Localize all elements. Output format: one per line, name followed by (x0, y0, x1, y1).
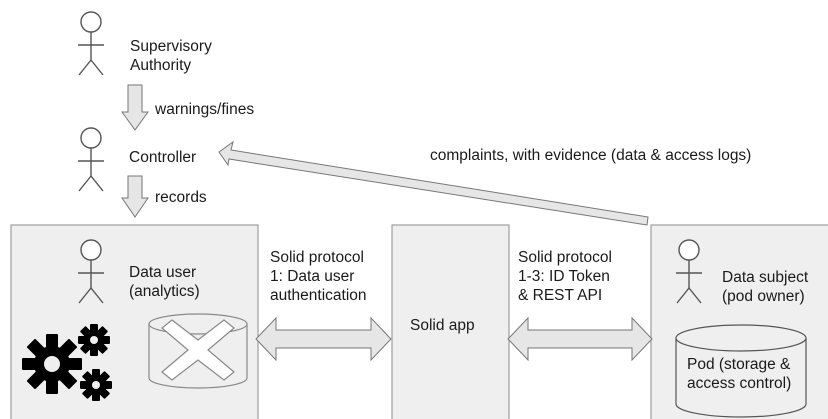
solid-app-label: Solid app (410, 317, 475, 334)
right-protocol-line-2: 1-3: ID Token (518, 268, 610, 285)
left-protocol-line-3: authentication (270, 287, 367, 304)
controller-figure-icon (77, 127, 105, 192)
gears-icon (22, 324, 112, 401)
left-double-arrow (255, 316, 392, 362)
pod-line-1: Pod (storage & (687, 356, 791, 373)
pod-line-2: access control) (687, 375, 792, 392)
data-subject-line-2: (pod owner) (722, 288, 805, 305)
left-protocol-label: Solid protocol 1: Data user authenticati… (270, 248, 367, 305)
crossed-database-icon (148, 313, 248, 389)
left-protocol-line-1: Solid protocol (270, 249, 364, 266)
complaints-arrow (218, 140, 649, 226)
records-down-arrow (121, 175, 149, 218)
complaints-label: complaints, with evidence (data & access… (430, 147, 752, 164)
left-protocol-line-2: 1: Data user (270, 268, 355, 285)
supervisory-authority-figure-icon (77, 11, 105, 76)
supervisory-authority-label: Supervisory Authority (130, 37, 212, 75)
data-subject-label: Data subject (pod owner) (722, 268, 808, 306)
right-protocol-line-3: & REST API (518, 287, 603, 304)
warnings-down-arrow (121, 84, 149, 131)
data-user-label: Data user (analytics) (129, 263, 200, 301)
data-user-line-1: Data user (129, 264, 197, 281)
data-user-line-2: (analytics) (129, 283, 200, 300)
database-cylinder-icon (675, 324, 807, 418)
right-protocol-label: Solid protocol 1-3: ID Token & REST API (518, 248, 612, 305)
warnings-fines-label: warnings/fines (155, 101, 255, 118)
solid-app-box (391, 224, 510, 419)
pod-label: Pod (storage & access control) (687, 355, 791, 393)
right-protocol-line-1: Solid protocol (518, 249, 612, 266)
supervisory-authority-line-1: Supervisory (130, 38, 212, 55)
data-subject-line-1: Data subject (722, 269, 809, 286)
records-label: records (155, 189, 207, 206)
supervisory-authority-line-2: Authority (130, 57, 192, 74)
controller-label: Controller (129, 149, 197, 166)
right-double-arrow (507, 316, 653, 362)
